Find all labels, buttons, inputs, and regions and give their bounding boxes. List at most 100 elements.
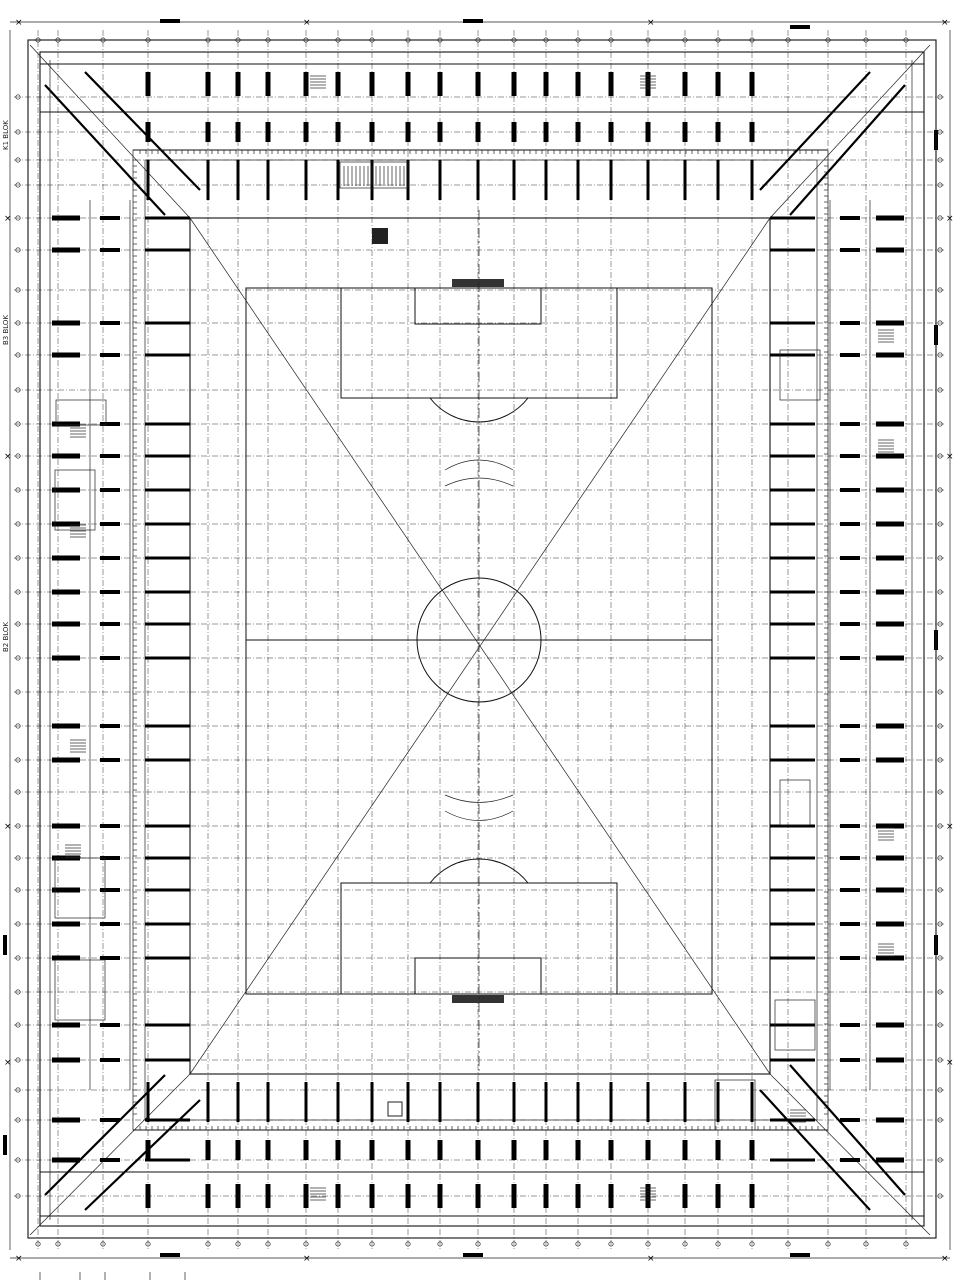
column xyxy=(511,122,517,142)
grid-bubble xyxy=(15,1087,21,1093)
grid-bubble xyxy=(15,1157,21,1163)
structural-grid: ×××××××××××××××× xyxy=(4,18,954,1264)
column xyxy=(145,922,190,926)
column xyxy=(645,1140,651,1160)
column xyxy=(100,590,120,594)
grid-bubble xyxy=(15,1193,21,1199)
column xyxy=(876,757,904,763)
column xyxy=(840,556,860,560)
column xyxy=(335,1140,341,1160)
column xyxy=(100,922,120,926)
stairs-north xyxy=(339,161,409,189)
column xyxy=(876,320,904,326)
column xyxy=(52,1057,80,1063)
scale-ticks xyxy=(39,1272,186,1280)
column xyxy=(543,1140,549,1160)
column xyxy=(476,160,480,200)
column xyxy=(608,72,614,96)
column xyxy=(438,1082,442,1122)
grid-bubble xyxy=(682,1241,688,1247)
column xyxy=(840,522,860,526)
column xyxy=(750,160,754,200)
column xyxy=(303,72,309,96)
column xyxy=(52,1117,80,1123)
grid-cross: × xyxy=(303,1254,311,1264)
grid-bubble xyxy=(15,655,21,661)
grid-cross: × xyxy=(4,822,12,832)
grid-bubble xyxy=(15,921,21,927)
room xyxy=(779,349,821,401)
grid-cross: × xyxy=(941,1254,949,1264)
grid-bubble xyxy=(100,1241,106,1247)
grid-bubble xyxy=(937,182,943,188)
column xyxy=(511,1184,517,1208)
grid-bubble xyxy=(15,757,21,763)
column xyxy=(840,248,860,252)
column xyxy=(840,956,860,960)
column xyxy=(840,488,860,492)
column xyxy=(52,352,80,358)
grid-cross: × xyxy=(15,18,23,28)
column xyxy=(52,621,80,627)
grid-bubble xyxy=(15,215,21,221)
column xyxy=(840,622,860,626)
column xyxy=(205,1184,211,1208)
column xyxy=(236,1082,240,1122)
bench-symbol xyxy=(372,228,403,1117)
column xyxy=(876,1157,904,1163)
column xyxy=(145,422,190,426)
column xyxy=(145,956,190,960)
column xyxy=(52,247,80,253)
grid-bubble xyxy=(937,215,943,221)
column xyxy=(876,723,904,729)
column xyxy=(100,216,120,220)
grid-bubble xyxy=(937,723,943,729)
column xyxy=(52,555,80,561)
column xyxy=(303,122,309,142)
column xyxy=(437,1184,443,1208)
column xyxy=(770,353,815,357)
column xyxy=(544,160,548,200)
column xyxy=(145,122,151,142)
grid-bubble xyxy=(937,621,943,627)
column xyxy=(52,1157,80,1163)
column xyxy=(52,955,80,961)
grid-bubble xyxy=(825,1241,831,1247)
column xyxy=(145,824,190,828)
grid-bubble xyxy=(15,182,21,188)
column xyxy=(770,488,815,492)
column xyxy=(369,72,375,96)
column xyxy=(876,555,904,561)
football-pitch xyxy=(189,210,771,1075)
column xyxy=(100,856,120,860)
column xyxy=(266,160,270,200)
column xyxy=(100,488,120,492)
grid-bubble xyxy=(937,789,943,795)
column xyxy=(145,353,190,357)
grid-bubble xyxy=(15,94,21,100)
column xyxy=(715,1140,721,1160)
column xyxy=(770,321,815,325)
column xyxy=(100,758,120,762)
column xyxy=(145,488,190,492)
column xyxy=(770,248,815,252)
grid-bubble xyxy=(575,1241,581,1247)
grid-bubble xyxy=(937,387,943,393)
grid-bubble xyxy=(15,352,21,358)
column xyxy=(52,589,80,595)
column xyxy=(715,72,721,96)
column xyxy=(266,1082,270,1122)
column xyxy=(575,72,581,96)
column xyxy=(437,122,443,142)
grid-bubble xyxy=(937,1117,943,1123)
column xyxy=(645,1184,651,1208)
grid-bubble xyxy=(405,1241,411,1247)
grid-bubble xyxy=(15,1022,21,1028)
column xyxy=(645,72,651,96)
grid-bubble xyxy=(15,1117,21,1123)
column xyxy=(145,1158,190,1162)
column xyxy=(840,824,860,828)
column xyxy=(303,1184,309,1208)
column xyxy=(405,1184,411,1208)
grid-cross: × xyxy=(15,1254,23,1264)
